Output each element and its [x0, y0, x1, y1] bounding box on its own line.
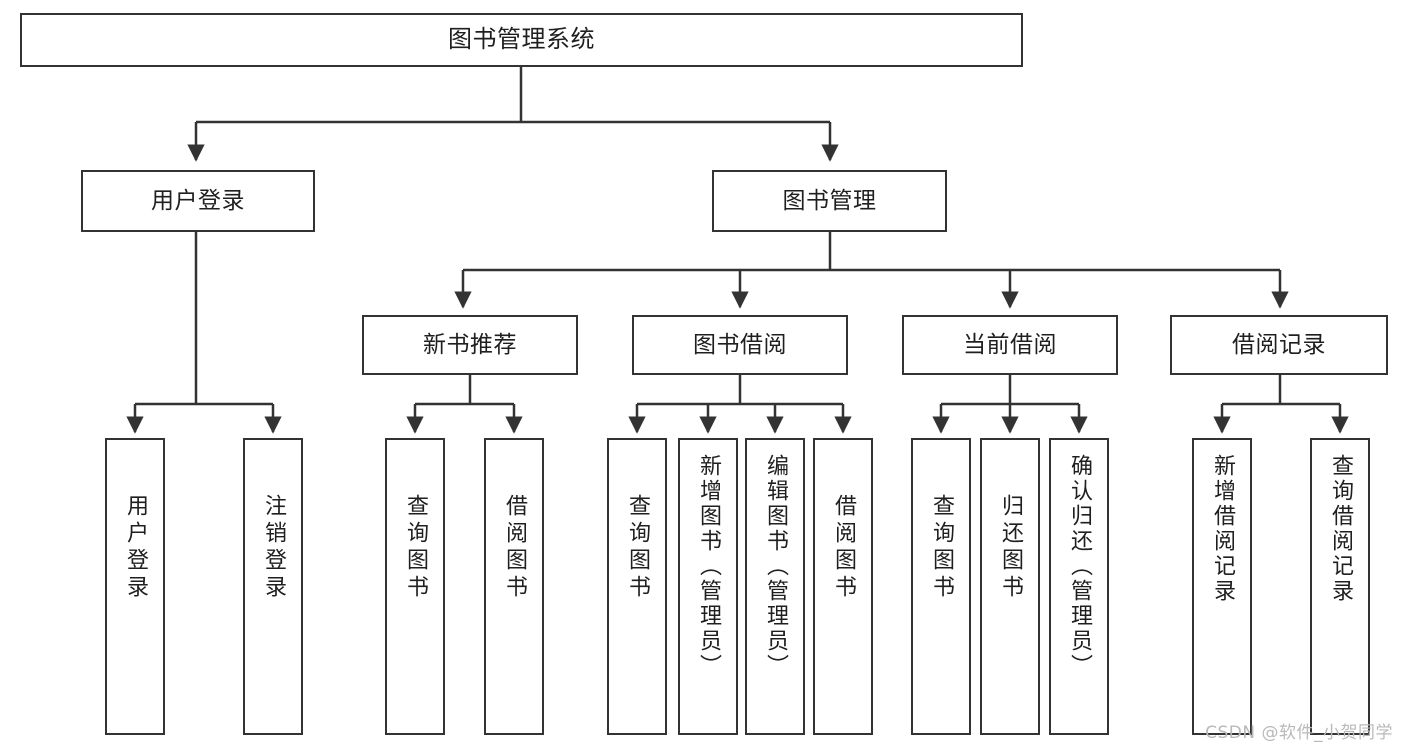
node-book-borrow[interactable]: 图书借阅 [632, 315, 848, 375]
watermark-text: CSDN @软件_小贺同学 [1205, 723, 1393, 743]
leaf-return-book[interactable]: 归还图书 [980, 438, 1040, 735]
node-label: 确认归还（管理员） [1067, 454, 1092, 679]
node-borrow-record[interactable]: 借阅记录 [1170, 315, 1388, 375]
leaf-user-logout[interactable]: 注销登录 [243, 438, 303, 735]
leaf-add-book-admin[interactable]: 新增图书（管理员） [678, 438, 738, 735]
node-label: 图书管理系统 [448, 25, 595, 54]
node-label: 新增图书（管理员） [696, 454, 721, 679]
node-label: 用户登录 [151, 187, 245, 214]
leaf-query-book-current[interactable]: 查询图书 [911, 438, 971, 735]
node-label: 编辑图书（管理员） [763, 454, 788, 679]
node-label: 图书借阅 [693, 331, 787, 358]
node-label: 借阅图书 [831, 494, 856, 602]
node-book-management[interactable]: 图书管理 [712, 170, 947, 232]
node-label: 借阅图书 [502, 494, 527, 602]
node-label: 借阅记录 [1232, 331, 1326, 358]
leaf-borrow-book[interactable]: 借阅图书 [813, 438, 873, 735]
node-current-borrow[interactable]: 当前借阅 [902, 315, 1118, 375]
leaf-add-borrow-record[interactable]: 新增借阅记录 [1192, 438, 1252, 735]
node-label: 查询借阅记录 [1328, 454, 1353, 604]
node-label: 注销登录 [261, 494, 286, 602]
node-new-book-recommend[interactable]: 新书推荐 [362, 315, 578, 375]
node-label: 新书推荐 [423, 331, 517, 358]
leaf-user-login[interactable]: 用户登录 [105, 438, 165, 735]
node-label: 归还图书 [998, 494, 1023, 602]
leaf-borrow-book-recommend[interactable]: 借阅图书 [484, 438, 544, 735]
node-label: 查询图书 [625, 494, 650, 602]
node-label: 查询图书 [929, 494, 954, 602]
leaf-edit-book-admin[interactable]: 编辑图书（管理员） [745, 438, 805, 735]
node-user-login[interactable]: 用户登录 [81, 170, 315, 232]
leaf-query-book-recommend[interactable]: 查询图书 [385, 438, 445, 735]
node-label: 当前借阅 [963, 331, 1057, 358]
node-label: 新增借阅记录 [1210, 454, 1235, 604]
node-root-system[interactable]: 图书管理系统 [20, 13, 1023, 67]
node-label: 图书管理 [782, 187, 877, 214]
node-label: 用户登录 [123, 494, 148, 602]
leaf-query-book-borrow[interactable]: 查询图书 [607, 438, 667, 735]
leaf-query-borrow-record[interactable]: 查询借阅记录 [1310, 438, 1370, 735]
leaf-confirm-return-admin[interactable]: 确认归还（管理员） [1049, 438, 1109, 735]
node-label: 查询图书 [403, 494, 428, 602]
